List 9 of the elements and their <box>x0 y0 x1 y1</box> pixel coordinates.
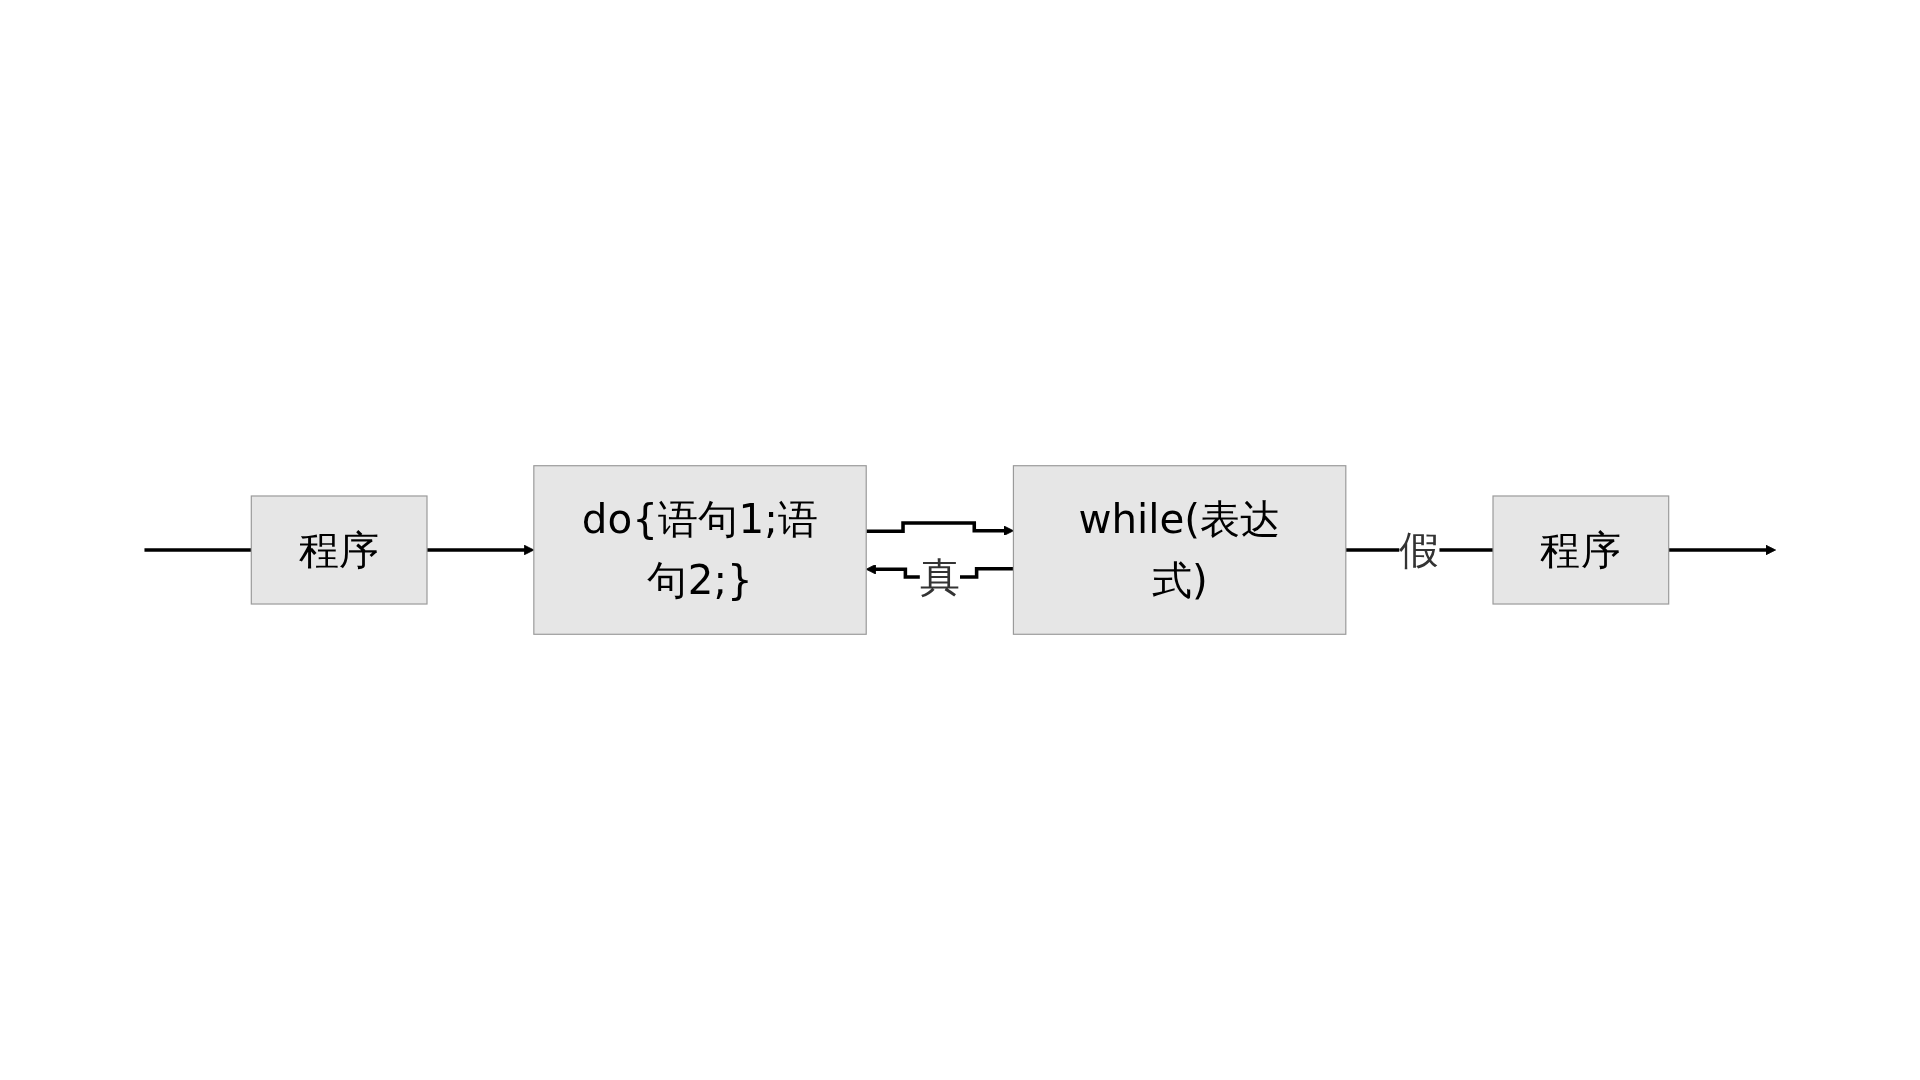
node-box: 程序 <box>1492 495 1670 605</box>
node-box: 程序 <box>250 495 428 605</box>
node-box: do{语句1;语句2;} <box>533 465 867 635</box>
arrow <box>1668 544 1776 556</box>
edge-label: 真 <box>919 552 960 601</box>
connector <box>144 548 252 552</box>
node-box: while(表达式) <box>1012 465 1347 635</box>
arrow <box>866 521 1014 536</box>
edge-label: 假 <box>1399 525 1440 574</box>
